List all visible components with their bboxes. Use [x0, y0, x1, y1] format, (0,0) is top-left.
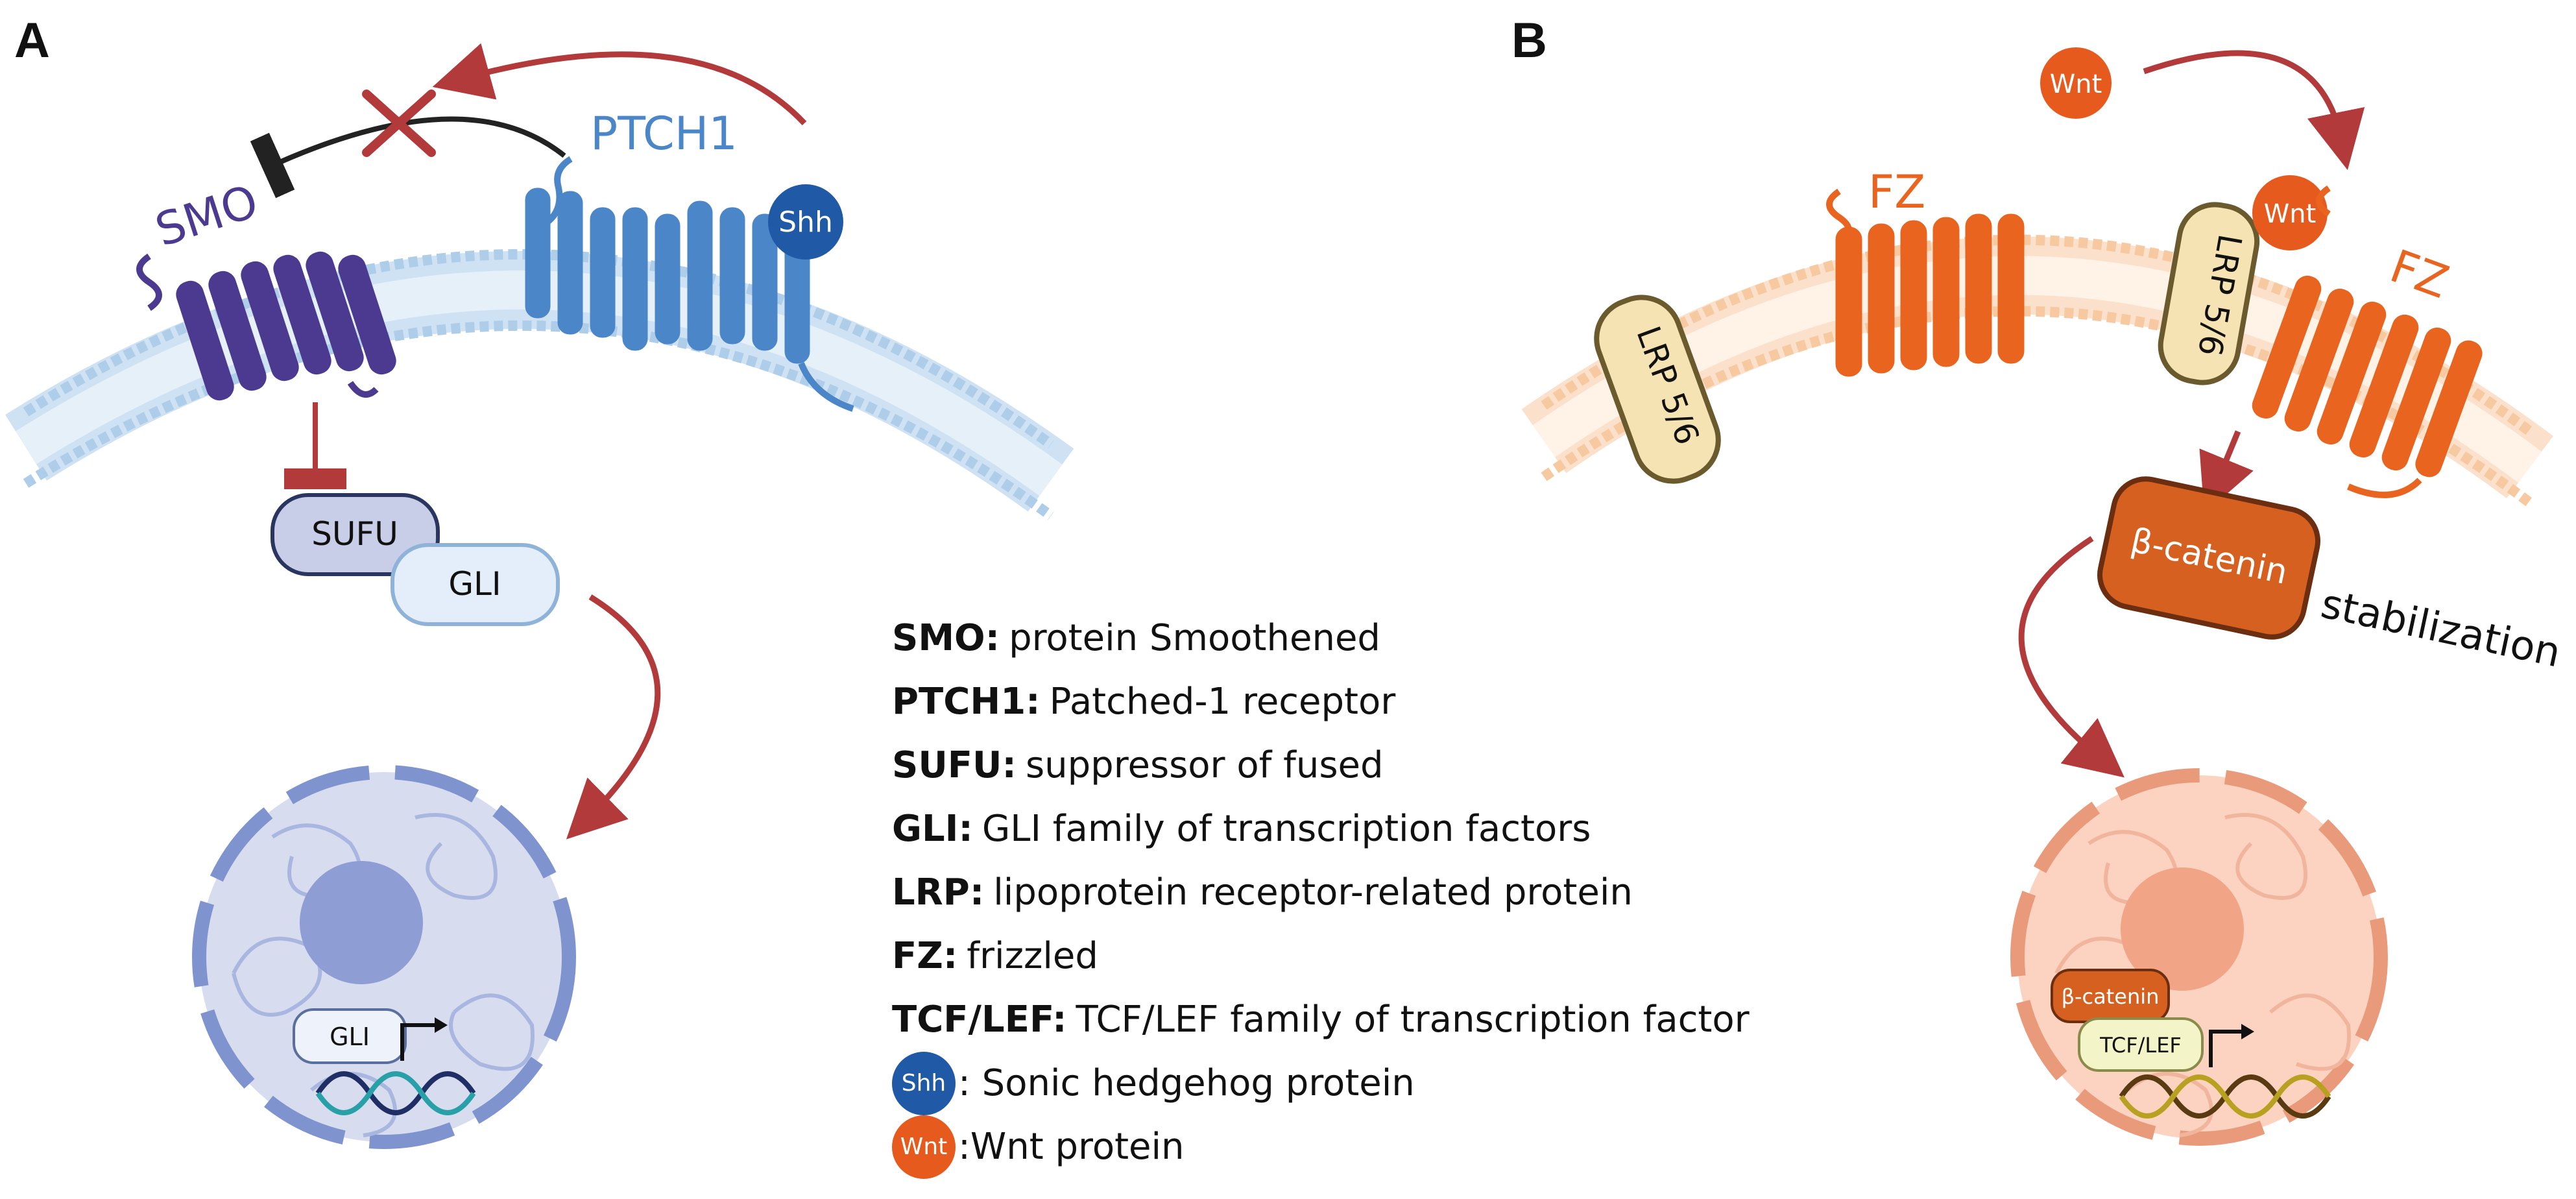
- legend-row-lrp: LRP:lipoprotein receptor-related protein: [892, 861, 1904, 925]
- shh-badge-icon: Shh: [892, 1052, 956, 1115]
- gli-nucleus-label: GLI: [330, 1023, 370, 1051]
- nucleolus-a: [300, 861, 423, 984]
- transcription-arrow-b: [2209, 1030, 2241, 1067]
- tcflef-nucleus-label: TCF/LEF: [2099, 1033, 2182, 1058]
- ptch1-receptor: [525, 156, 854, 412]
- legend-term: LRP:: [892, 871, 985, 914]
- fz-receptor-left: [1826, 188, 2025, 377]
- lrp-left: LRP 5/6: [1594, 295, 1721, 484]
- wnt-ligand-bound: Wnt: [2252, 175, 2328, 250]
- wnt-ligand-free: Wnt: [2040, 47, 2112, 119]
- fz-receptor-right: [2252, 185, 2483, 498]
- legend: SMO:protein Smoothened PTCH1:Patched-1 r…: [892, 607, 1904, 1179]
- legend-row-sufu: SUFU:suppressor of fused: [892, 734, 1904, 797]
- legend-desc: suppressor of fused: [1025, 744, 1384, 786]
- ptch1-inhibits-smo-line: [250, 116, 566, 199]
- sufu-label: SUFU: [311, 515, 398, 553]
- legend-desc: GLI family of transcription factors: [981, 808, 1591, 850]
- legend-term: SMO:: [892, 617, 1000, 659]
- legend-row-tcflef: TCF/LEF:TCF/LEF family of transcription …: [892, 988, 1904, 1052]
- legend-term: FZ:: [892, 935, 958, 977]
- blocked-x-icon: [362, 90, 436, 157]
- gli-nucleus-box: [293, 1008, 407, 1064]
- betacatenin-to-nucleus-arrow: [2018, 536, 2125, 778]
- shh-blocks-ptch1-arrow: [432, 43, 807, 126]
- sufu-box: SUFU: [271, 493, 440, 576]
- legend-row-fz: FZ:frizzled: [892, 925, 1904, 988]
- legend-desc: frizzled: [967, 935, 1098, 977]
- wnt-free-label: Wnt: [2050, 69, 2102, 99]
- tcflef-nucleus-box: [2078, 1017, 2204, 1072]
- panel-label-b: B: [1511, 13, 1547, 68]
- fz-left-label: FZ: [1868, 165, 1925, 219]
- fz-right-label: FZ: [2383, 239, 2455, 309]
- wnt-binding-arrow: [2143, 50, 2365, 171]
- wnt-bound-label: Wnt: [2264, 199, 2317, 229]
- dna-helix-a: [315, 1071, 476, 1115]
- legend-desc: lipoprotein receptor-related protein: [993, 871, 1633, 914]
- legend-term: TCF/LEF:: [892, 999, 1067, 1041]
- legend-desc: protein Smoothened: [1009, 617, 1380, 659]
- legend-row-gli: GLI:GLI family of transcription factors: [892, 797, 1904, 861]
- betacatenin-box: β-catenin: [2097, 476, 2320, 640]
- stabilization-label: stabilization: [2317, 579, 2565, 676]
- panel-a: SMO PTCH1 Shh: [5, 43, 1074, 1149]
- lrp-right: LRP 5/6: [2158, 202, 2260, 385]
- legend-term: PTCH1:: [892, 681, 1041, 723]
- legend-row-ptch1: PTCH1:Patched-1 receptor: [892, 670, 1904, 734]
- nucleus-b: β-catenin TCF/LEF: [2010, 768, 2388, 1146]
- nucleus-a: GLI: [192, 765, 576, 1149]
- smo-label: SMO: [149, 175, 264, 257]
- nucleolus-b: [2121, 867, 2244, 991]
- smo-receptor: [136, 251, 396, 401]
- ptch1-label: PTCH1: [590, 107, 738, 160]
- panel-b: Wnt FZ LRP 5/6 LRP 5/6 Wnt: [1521, 47, 2565, 1146]
- legend-row-wnt: Wnt:Wnt protein: [892, 1115, 1904, 1179]
- receptor-to-betacatenin-arrow: [2199, 430, 2254, 514]
- shh-ligand: Shh: [768, 184, 843, 260]
- betacatenin-nucleus-label: β-catenin: [2062, 984, 2160, 1009]
- gli-box: GLI: [391, 543, 560, 626]
- legend-term: SUFU:: [892, 744, 1017, 786]
- gli-to-nucleus-arrow: [566, 594, 661, 840]
- legend-desc: TCF/LEF family of transcription factor: [1076, 999, 1750, 1041]
- panel-label-a: A: [14, 13, 50, 68]
- legend-term: GLI:: [892, 808, 973, 850]
- gli-label: GLI: [448, 565, 501, 603]
- legend-desc: :Wnt protein: [958, 1126, 1185, 1168]
- legend-row-shh: Shh: Sonic hedgehog protein: [892, 1052, 1904, 1115]
- legend-desc: Patched-1 receptor: [1049, 681, 1396, 723]
- dna-helix-b: [2119, 1074, 2331, 1119]
- shh-ligand-label: Shh: [778, 206, 833, 239]
- transcription-arrow-a: [400, 1023, 435, 1061]
- legend-desc: : Sonic hedgehog protein: [958, 1062, 1415, 1104]
- wnt-badge-icon: Wnt: [892, 1115, 956, 1179]
- legend-row-smo: SMO:protein Smoothened: [892, 607, 1904, 670]
